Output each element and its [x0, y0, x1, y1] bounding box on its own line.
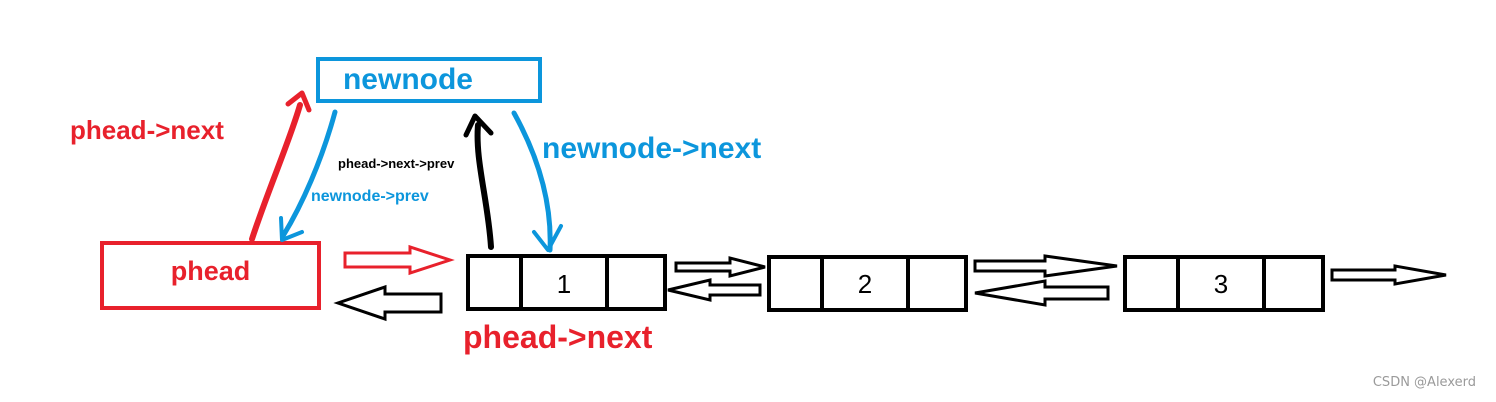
newnode-next-blue-curve — [511, 110, 553, 253]
newnode-prev-blue-curve — [280, 109, 338, 239]
node1-to-node2-arrow — [674, 256, 766, 278]
node-2-shape — [767, 255, 968, 312]
node3-next-arrow — [1330, 264, 1447, 286]
newnode-prev-blue-arrowhead — [279, 216, 304, 242]
node-2-value: 2 — [857, 269, 873, 299]
label-newnode-next: newnode->next — [542, 132, 762, 165]
node1-to-phead-arrow — [333, 284, 443, 322]
node-1-value: 1 — [556, 269, 572, 299]
newnode-box-border — [316, 57, 542, 103]
label-phead-next-bottom: phead->next — [463, 319, 653, 355]
node3-to-node2-arrow — [974, 279, 1110, 307]
phead-to-node1-arrow — [343, 244, 455, 276]
node2-to-node3-arrow — [973, 254, 1118, 278]
label-phead-next-prev: phead->next->prev — [338, 156, 455, 171]
node-1-shape — [466, 254, 667, 311]
node-3-shape — [1123, 255, 1325, 312]
label-newnode-prev: newnode->prev — [311, 188, 429, 205]
phead-next-prev-black-arrowhead — [463, 113, 494, 138]
phead-next-prev-black-curve — [474, 122, 494, 250]
phead-next-red-arrowhead — [285, 90, 312, 113]
node2-to-node1-arrow — [667, 278, 762, 302]
node-3-value: 3 — [1213, 269, 1229, 299]
phead-box-border — [100, 241, 321, 310]
newnode-next-blue-arrowhead — [532, 224, 563, 252]
watermark: CSDN @Alexerd — [1372, 375, 1476, 390]
newnode-box-label: newnode — [342, 63, 473, 96]
label-phead-next-top: phead->next — [70, 115, 224, 145]
phead-next-red-curve — [249, 102, 303, 242]
phead-box-label: phead — [170, 256, 251, 286]
